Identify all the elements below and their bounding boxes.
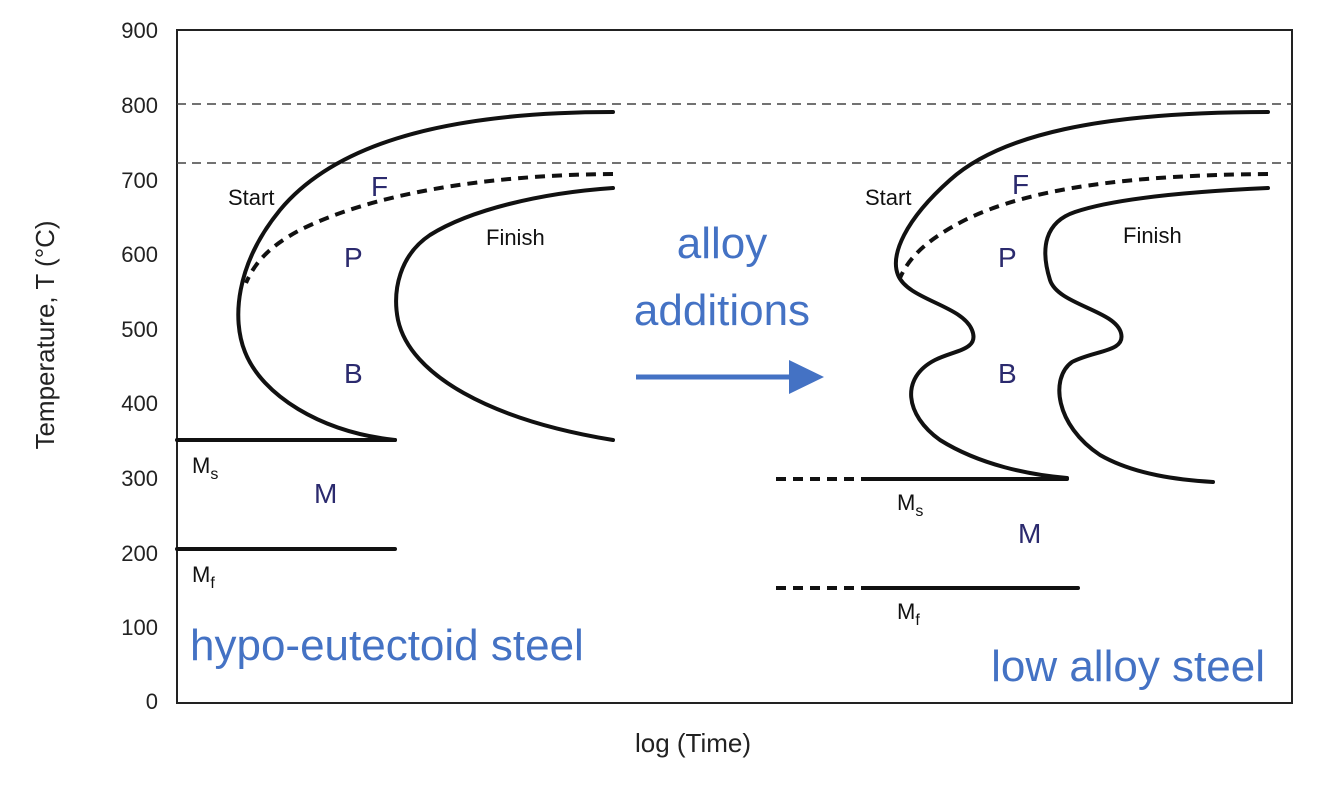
right-finish-curve — [1043, 186, 1270, 484]
left-pearlite-start-curve — [244, 172, 614, 284]
y-tick-700: 700 — [121, 168, 158, 193]
y-tick-300: 300 — [121, 466, 158, 491]
y-tick-400: 400 — [121, 391, 158, 416]
left-finish-label: Finish — [486, 225, 545, 250]
y-tick-0: 0 — [146, 689, 158, 714]
transition-arrow — [636, 360, 824, 394]
x-axis-label: log (Time) — [635, 728, 751, 758]
y-axis-ticks: 900 800 700 600 500 400 300 200 100 0 — [121, 18, 158, 714]
right-phase-martensite: M — [1018, 518, 1041, 549]
right-pearlite-start-curve — [898, 172, 1269, 279]
right-ttt-diagram: Start Finish F P B M Ms Mf — [776, 110, 1270, 629]
arrow-head-icon — [789, 360, 824, 394]
y-tick-800: 800 — [121, 93, 158, 118]
left-mf-label: Mf — [192, 562, 215, 592]
y-tick-200: 200 — [121, 541, 158, 566]
left-phase-pearlite: P — [344, 242, 363, 273]
right-finish-label: Finish — [1123, 223, 1182, 248]
left-phase-ferrite: F — [371, 171, 388, 202]
y-tick-500: 500 — [121, 317, 158, 342]
right-phase-bainite: B — [998, 358, 1017, 389]
right-phase-ferrite: F — [1012, 169, 1029, 200]
right-caption: low alloy steel — [991, 642, 1265, 691]
y-tick-900: 900 — [121, 18, 158, 43]
left-start-curve — [236, 110, 615, 442]
left-phase-martensite: M — [314, 478, 337, 509]
left-phase-bainite: B — [344, 358, 363, 389]
right-ms-label: Ms — [897, 490, 923, 520]
left-ms-label: Ms — [192, 453, 218, 483]
left-start-label: Start — [228, 185, 274, 210]
left-ttt-diagram: Start Finish F P B M Ms Mf — [175, 110, 615, 592]
right-mf-label: Mf — [897, 599, 920, 629]
plot-frame — [176, 29, 1293, 704]
y-tick-100: 100 — [121, 615, 158, 640]
alloy-additions-line2: additions — [634, 286, 810, 335]
y-tick-600: 600 — [121, 242, 158, 267]
right-start-label: Start — [865, 185, 911, 210]
right-start-curve — [893, 110, 1270, 480]
left-finish-curve — [394, 186, 615, 442]
left-caption: hypo-eutectoid steel — [190, 621, 584, 670]
alloy-additions-line1: alloy — [677, 219, 768, 268]
right-phase-pearlite: P — [998, 242, 1017, 273]
y-axis-label: Temperature, T (°C) — [30, 220, 60, 449]
